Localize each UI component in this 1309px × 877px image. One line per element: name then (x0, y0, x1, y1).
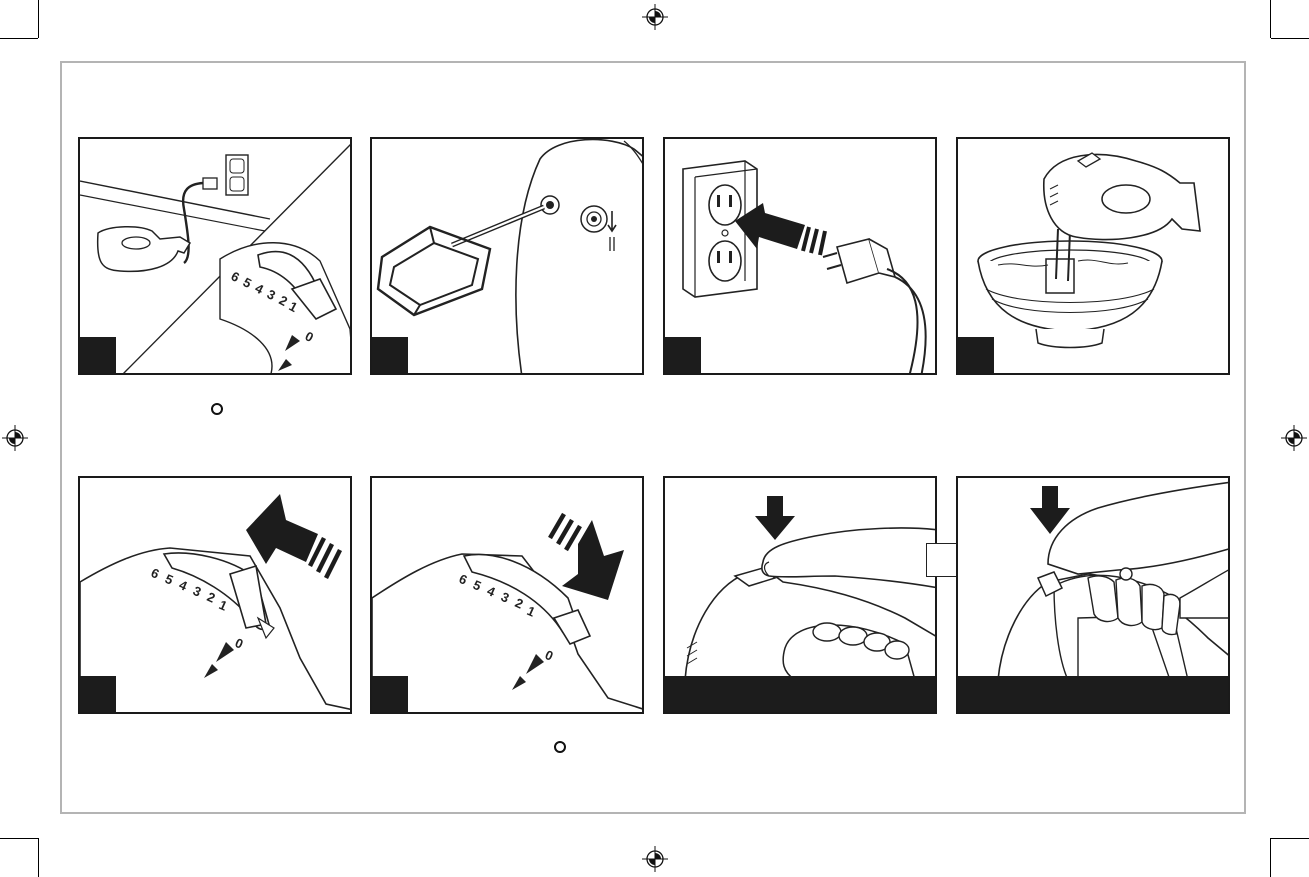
registration-mark-icon (2, 425, 28, 451)
step-number-badge (80, 337, 116, 373)
registration-mark-icon (1281, 425, 1307, 451)
step-caption-bar (665, 676, 935, 712)
step-panel-6: 6 5 4 3 2 1 0 (370, 476, 644, 714)
step-number-badge (372, 676, 408, 712)
mixer-in-bowl-illustration (958, 139, 1230, 375)
crop-mark-top-left-h (0, 38, 38, 39)
crop-mark-top-right-v (1270, 0, 1271, 38)
crop-mark-bottom-right-h (1271, 838, 1309, 839)
step-panel-7 (663, 476, 937, 714)
step-panel-8 (956, 476, 1230, 714)
slide-speed-down-illustration: 6 5 4 3 2 1 0 (372, 478, 644, 714)
crop-mark-bottom-left-v (38, 838, 39, 877)
step-panel-2 (370, 137, 644, 375)
slide-speed-up-illustration: 6 5 4 3 2 1 0 (80, 478, 352, 714)
mixer-resting-illustration: 6 5 4 3 2 1 0 (80, 139, 352, 375)
crop-mark-bottom-right-v (1270, 838, 1271, 877)
step-panel-5: 6 5 4 3 2 1 0 (78, 476, 352, 714)
step-number-badge (665, 337, 701, 373)
crop-mark-top-right-h (1271, 38, 1309, 39)
off-position-circle-icon (554, 741, 566, 753)
crop-mark-bottom-left-h (0, 838, 38, 839)
registration-mark-icon (642, 846, 668, 872)
step-number-badge (80, 676, 116, 712)
step-panel-1: 6 5 4 3 2 1 0 (78, 137, 352, 375)
step-number-badge (372, 337, 408, 373)
step-caption-bar (958, 676, 1228, 712)
crop-mark-top-left-v (38, 0, 39, 38)
step-number-badge (958, 337, 994, 373)
registration-mark-icon (642, 4, 668, 30)
off-position-circle-icon (211, 403, 223, 415)
step-panel-3 (663, 137, 937, 375)
step-panel-4 (956, 137, 1230, 375)
plug-into-outlet-illustration (665, 139, 937, 375)
insert-beaters-illustration (372, 139, 644, 375)
